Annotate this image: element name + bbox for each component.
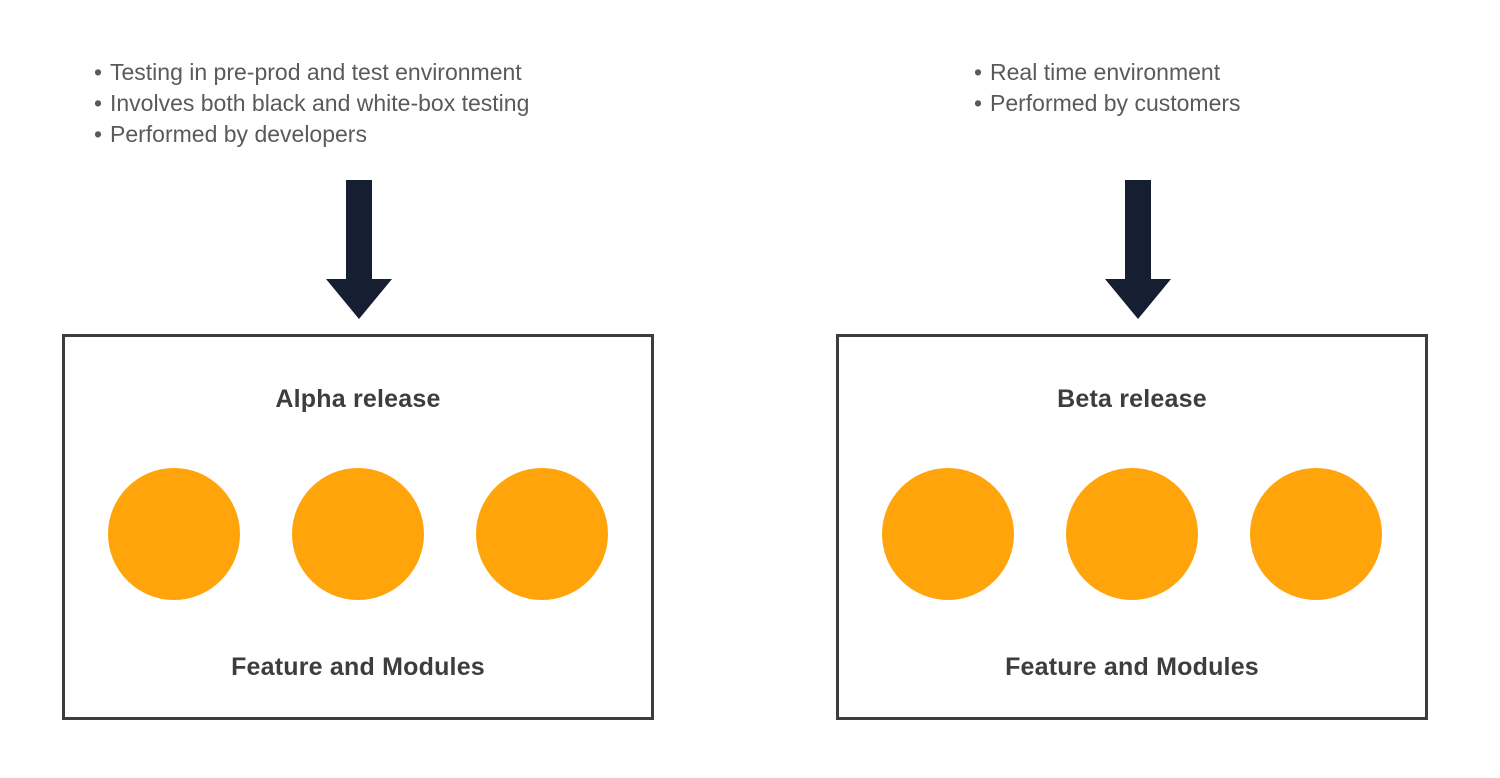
feature-circle — [108, 468, 240, 600]
bullet-marker-icon: • — [94, 59, 103, 85]
bullet-marker-icon: • — [974, 59, 983, 85]
down-arrow-icon — [326, 180, 392, 319]
bullet-text: Involves both black and white-box testin… — [110, 90, 530, 116]
down-arrow-icon — [1105, 180, 1171, 319]
bullet-text: Performed by developers — [110, 121, 367, 147]
beta-feature-circle-row — [839, 468, 1425, 600]
bullet-marker-icon: • — [974, 90, 983, 116]
box-footer-label: Feature and Modules — [1005, 653, 1259, 681]
bullet-text: Performed by customers — [990, 90, 1241, 116]
feature-circle — [882, 468, 1014, 600]
beta-release-box: Beta release Feature and Modules — [836, 334, 1428, 720]
box-title: Beta release — [1057, 385, 1207, 413]
list-item: • Testing in pre-prod and test environme… — [94, 57, 529, 88]
list-item: • Real time environment — [974, 57, 1241, 88]
list-item: • Involves both black and white-box test… — [94, 88, 529, 119]
box-title: Alpha release — [275, 385, 441, 413]
bullet-marker-icon: • — [94, 90, 103, 116]
alpha-bullet-list: • Testing in pre-prod and test environme… — [94, 57, 529, 150]
list-item: • Performed by customers — [974, 88, 1241, 119]
alpha-release-box: Alpha release Feature and Modules — [62, 334, 654, 720]
bullet-marker-icon: • — [94, 121, 103, 147]
beta-bullet-list: • Real time environment • Performed by c… — [974, 57, 1241, 119]
alpha-feature-circle-row — [65, 468, 651, 600]
bullet-text: Real time environment — [990, 59, 1221, 85]
bullet-text: Testing in pre-prod and test environment — [110, 59, 522, 85]
list-item: • Performed by developers — [94, 119, 529, 150]
feature-circle — [1250, 468, 1382, 600]
feature-circle — [292, 468, 424, 600]
feature-circle — [1066, 468, 1198, 600]
feature-circle — [476, 468, 608, 600]
box-footer-label: Feature and Modules — [231, 653, 485, 681]
